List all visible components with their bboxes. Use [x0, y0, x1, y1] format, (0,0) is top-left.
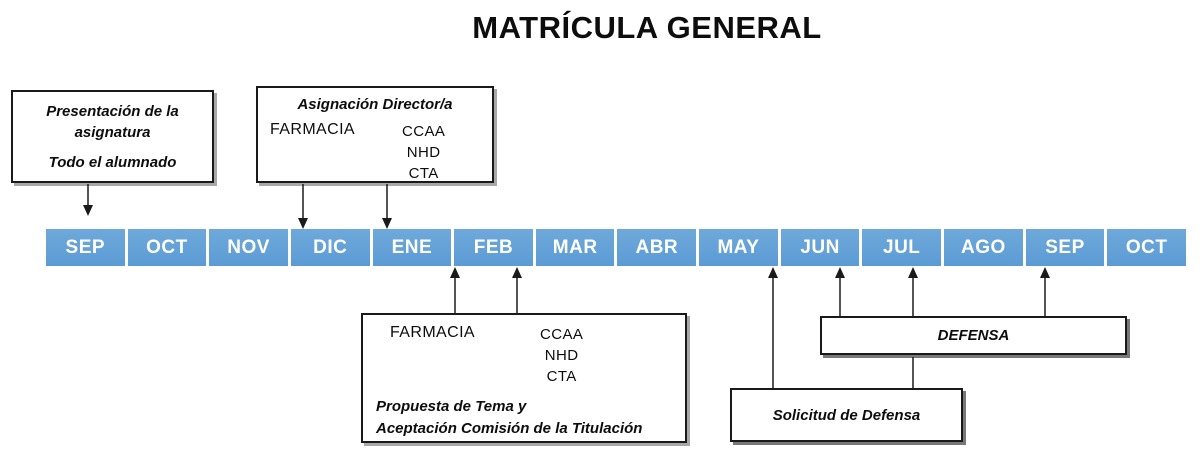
degree-cta: CTA [546, 368, 577, 385]
arrow-presentacion-sep [83, 184, 93, 216]
month-cell-sep2: SEP [1025, 229, 1105, 266]
month-cell-ene: ENE [372, 229, 452, 266]
month-cell-oct2: OCT [1107, 229, 1186, 266]
page-title: MATRÍCULA GENERAL [472, 10, 822, 45]
asignacion-title: Asignación Director/a [297, 96, 453, 113]
asignacion-box: Asignación Director/a FARMACIA CCAA NHD … [256, 86, 494, 183]
month-cell-jul: JUL [862, 229, 942, 266]
degree-ccaa: CCAA [402, 123, 446, 140]
month-cell-jun: JUN [780, 229, 860, 266]
asignacion-degrees: CCAA NHD CTA [402, 121, 445, 184]
propuesta-line1: Propuesta de Tema y [376, 398, 527, 415]
month-cell-nov: NOV [209, 229, 288, 266]
degree-nhd: NHD [406, 144, 441, 161]
arrow-solicitud-may [768, 267, 778, 388]
arrow-defensa-jun [835, 267, 845, 316]
solicitud-label: Solicitud de Defensa [772, 406, 921, 424]
arrow-propuesta-feb [512, 267, 522, 313]
propuesta-degrees: CCAA NHD CTA [540, 324, 583, 387]
month-cell-may: MAY [699, 229, 778, 266]
month-cell-dic: DIC [290, 229, 370, 266]
month-cell-abr: ABR [617, 229, 697, 266]
propuesta-line2: Aceptación Comisión de la Titulación [376, 420, 643, 437]
month-cell-mar: MAR [535, 229, 615, 266]
degree-nhd: NHD [544, 347, 579, 364]
defensa-box: DEFENSA [820, 316, 1127, 355]
arrow-asignacion-dic [298, 184, 308, 229]
month-cell-feb: FEB [454, 229, 533, 266]
asignacion-faculty: FARMACIA [270, 121, 355, 138]
degree-ccaa: CCAA [540, 326, 584, 343]
arrow-defensa-jul [908, 267, 918, 316]
defensa-label: DEFENSA [937, 327, 1010, 344]
arrow-asignacion-ene [382, 184, 392, 229]
propuesta-box: FARMACIA CCAA NHD CTA Propuesta de Tema … [361, 313, 687, 443]
presentacion-line1: Presentación de la [46, 103, 179, 120]
presentacion-box: Presentación de la asignatura Todo el al… [11, 90, 214, 183]
degree-cta: CTA [408, 165, 439, 182]
month-cell-oct1: OCT [127, 229, 207, 266]
solicitud-box: Solicitud de Defensa [730, 388, 963, 442]
arrow-defensa-sep [1040, 267, 1050, 316]
presentacion-line2: asignatura [74, 124, 151, 141]
month-timeline: SEP OCT NOV DIC ENE FEB MAR ABR MAY JUN … [46, 229, 1186, 266]
arrow-propuesta-ene [450, 267, 460, 313]
propuesta-faculty: FARMACIA [390, 324, 475, 341]
presentacion-line3: Todo el alumnado [48, 154, 177, 171]
month-cell-ago: AGO [944, 229, 1023, 266]
month-cell-sep1: SEP [46, 229, 125, 266]
